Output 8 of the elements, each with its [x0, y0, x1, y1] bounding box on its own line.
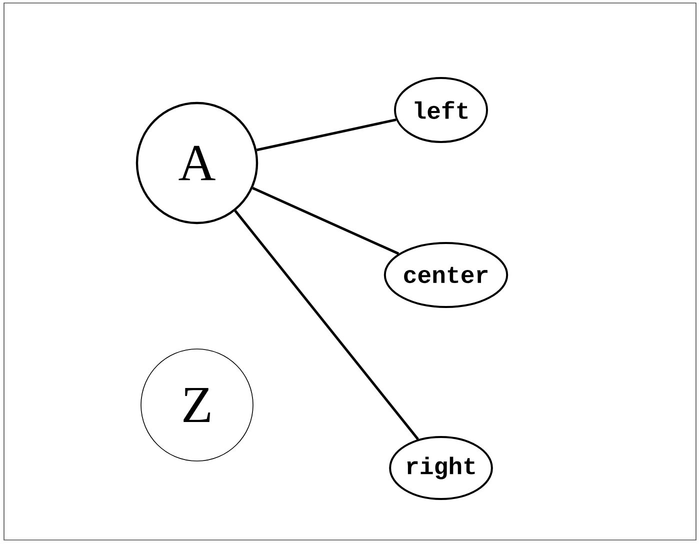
connector-line	[252, 186, 400, 255]
circle-node: Z	[140, 348, 254, 462]
connector-line	[234, 210, 420, 440]
ellipse-node: right	[389, 436, 493, 500]
ellipse-node: center	[384, 242, 508, 308]
circle-node: A	[136, 102, 258, 224]
connector-line	[256, 118, 396, 152]
ellipse-node: left	[394, 77, 488, 143]
